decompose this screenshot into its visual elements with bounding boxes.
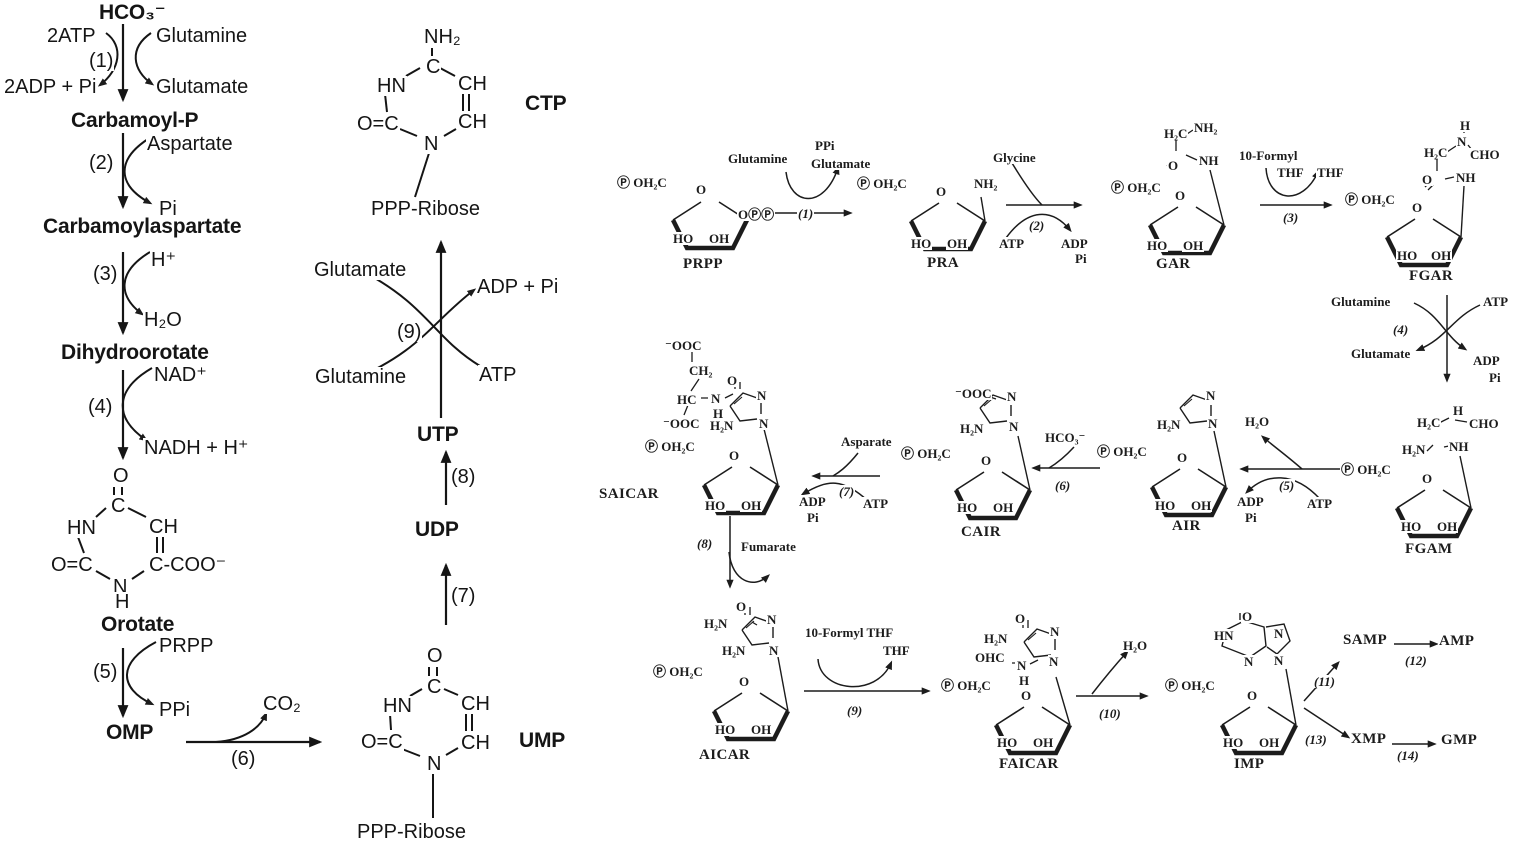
metabolic-pathways-figure: HCO₃⁻ 2ATP Glutamine (1) 2ADP + Pi Gluta…	[4, 2, 1509, 842]
diagram-artwork	[77, 24, 1481, 818]
